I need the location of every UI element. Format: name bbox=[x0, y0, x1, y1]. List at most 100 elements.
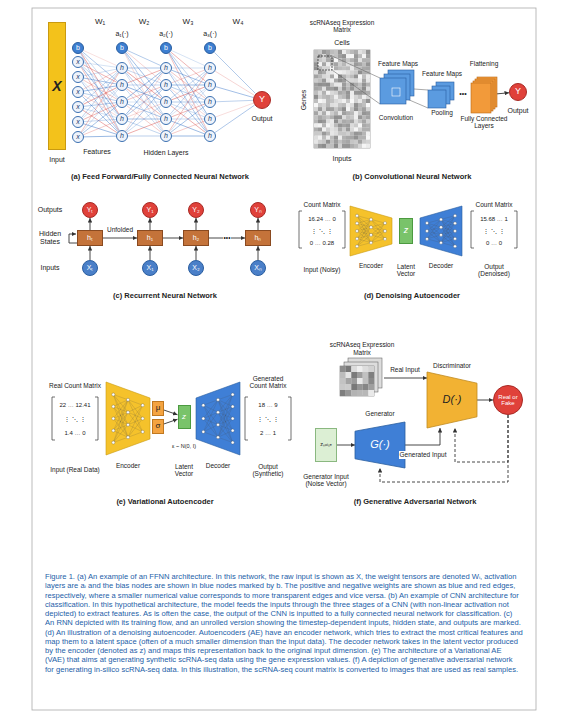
flow-arrow bbox=[477, 400, 493, 401]
hidden-state: hₙ bbox=[245, 230, 271, 246]
node-label: b bbox=[120, 44, 124, 51]
text-label: a₃(·) bbox=[203, 30, 217, 38]
text-label: Feature Maps bbox=[378, 60, 418, 67]
weight-edge bbox=[126, 90, 162, 132]
flow-arrow bbox=[455, 415, 508, 462]
weight-edge bbox=[172, 68, 204, 69]
weight-edge bbox=[172, 136, 204, 137]
neuron: h bbox=[116, 96, 128, 108]
latent-box: z bbox=[178, 405, 191, 429]
neuron: h bbox=[160, 113, 172, 125]
bias-node: b bbox=[116, 42, 128, 54]
text-label: a₂(·) bbox=[159, 30, 173, 38]
text-label: Input (Noisy) bbox=[300, 266, 344, 273]
decoder-shape bbox=[420, 206, 462, 256]
weight-edge bbox=[126, 90, 162, 132]
neuron: h bbox=[204, 96, 216, 108]
weight-edge bbox=[172, 121, 205, 134]
text-label: ⋮ ⋱ ⋮ bbox=[311, 228, 332, 235]
weight-edge bbox=[127, 72, 162, 99]
text-label: W₄ bbox=[233, 17, 244, 26]
text-label: Decoder bbox=[206, 462, 231, 469]
input-node: Xₙ bbox=[250, 260, 266, 276]
weight-edge bbox=[84, 121, 117, 134]
node-label: b bbox=[164, 44, 168, 51]
weight-edge bbox=[83, 88, 116, 105]
text-label: Inputs bbox=[40, 264, 59, 272]
expression-matrix bbox=[314, 50, 370, 148]
hidden-state: hₜ bbox=[77, 230, 103, 246]
weight-edge bbox=[216, 100, 253, 101]
flow-arrow bbox=[150, 246, 151, 260]
neuron: x bbox=[72, 71, 84, 83]
neuron: h bbox=[204, 62, 216, 74]
weight-edge bbox=[84, 93, 116, 100]
text-label: W₁ bbox=[95, 17, 105, 26]
node-label: G(·) bbox=[370, 439, 390, 451]
node-label: h₁ bbox=[147, 234, 153, 241]
neuron: h bbox=[160, 79, 172, 91]
text-label: Encoder bbox=[116, 462, 140, 469]
neuron: h bbox=[204, 113, 216, 125]
node-label: Y bbox=[259, 95, 265, 104]
flow-arrow bbox=[196, 246, 197, 260]
text-label: Output bbox=[507, 107, 528, 115]
discriminator: D(·) bbox=[427, 372, 477, 428]
output-node: Y₁ bbox=[142, 202, 158, 218]
weight-edge bbox=[214, 52, 255, 93]
text-label: Encoder bbox=[359, 262, 383, 269]
weight-edge bbox=[83, 106, 118, 134]
weight-edge bbox=[171, 72, 206, 99]
panel-title: (a) Feed Forward/Fully Connected Neural … bbox=[71, 173, 249, 182]
node-shape bbox=[471, 77, 497, 113]
weight-edge bbox=[170, 90, 206, 132]
text-label: Generator bbox=[365, 410, 394, 417]
weight-edge bbox=[82, 82, 119, 131]
weight-edge bbox=[215, 105, 255, 132]
weight-edge bbox=[127, 50, 160, 65]
node-label: Y bbox=[515, 87, 521, 96]
bias-node: b bbox=[160, 42, 172, 54]
edge-label: Unfolded bbox=[106, 226, 134, 233]
panel-title: (e) Variational Autoencoder bbox=[116, 498, 213, 507]
weight-edge bbox=[84, 63, 116, 67]
weight-edge bbox=[125, 53, 163, 114]
flow-arrow bbox=[258, 246, 259, 260]
node-label: D(·) bbox=[443, 394, 462, 406]
node-label: h bbox=[208, 98, 212, 105]
text-label: Count Matrix bbox=[304, 201, 341, 208]
text-label: W₃ bbox=[183, 17, 194, 26]
noise-box: zₙₒᵢₛₑ bbox=[315, 428, 337, 462]
weight-edge bbox=[170, 73, 206, 115]
image-stack: scRNAseq Expression Matrix bbox=[340, 358, 384, 398]
node-shape bbox=[340, 358, 384, 398]
weight-edge bbox=[170, 90, 206, 132]
figure-frame bbox=[32, 8, 536, 710]
weight-edge bbox=[128, 68, 160, 69]
encoder-shape bbox=[350, 206, 392, 256]
text-label: Latent Vector bbox=[392, 263, 420, 278]
node-label: x bbox=[76, 133, 80, 140]
neuron: h bbox=[116, 62, 128, 74]
node-label: Y₁ bbox=[146, 206, 153, 213]
neuron: h bbox=[204, 79, 216, 91]
text-label: Generated Count Matrix bbox=[244, 375, 292, 390]
flow-arrow bbox=[150, 218, 151, 230]
output-node: Yₜ bbox=[82, 202, 98, 218]
verdict-circle: Real or Fake bbox=[493, 385, 523, 415]
text-label: ⋮ ⋱ ⋮ bbox=[483, 228, 504, 235]
panel-title: (d) Denoising Autoencoder bbox=[364, 292, 460, 301]
output-node: Y₂ bbox=[188, 202, 204, 218]
text-label: Pooling bbox=[431, 109, 453, 116]
flow-arrow bbox=[164, 410, 178, 415]
weight-edge bbox=[128, 121, 161, 134]
generator: G(·) bbox=[355, 422, 405, 468]
edge-label: Generated Input bbox=[399, 451, 448, 458]
node-label: zₙₒᵢₛₑ bbox=[320, 442, 332, 448]
neuron: h bbox=[204, 130, 216, 142]
panel-title: (c) Recurrent Neural Network bbox=[113, 292, 217, 301]
text-label: Latent Vector bbox=[169, 463, 199, 478]
node-label: h bbox=[164, 81, 168, 88]
panel-title: (b) Convolutional Neural Network bbox=[353, 173, 472, 182]
flow-arrow bbox=[90, 218, 91, 230]
